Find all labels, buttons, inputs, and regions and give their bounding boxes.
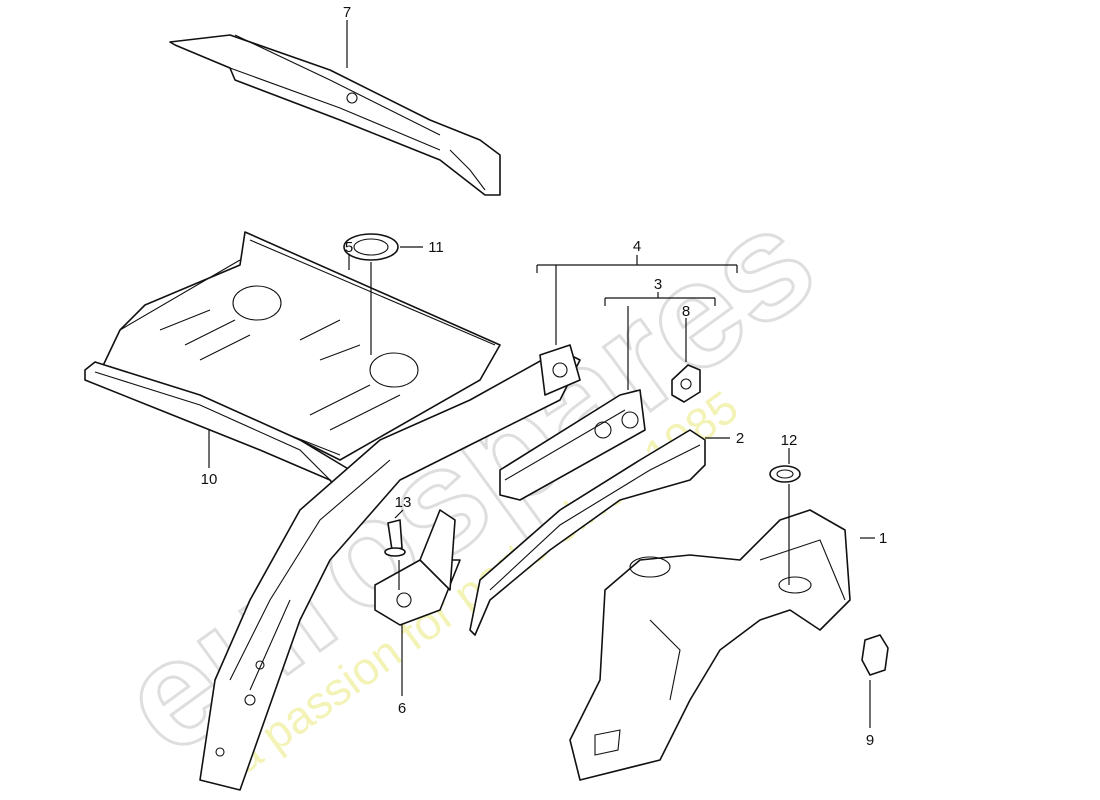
- part-8-plate[interactable]: [671, 364, 701, 403]
- part-13-stud[interactable]: [384, 519, 406, 557]
- callout-5[interactable]: 5: [345, 239, 353, 256]
- callout-8[interactable]: 8: [682, 303, 690, 320]
- callout-11[interactable]: 11: [428, 239, 444, 256]
- part-1-wheel-arch[interactable]: [569, 509, 851, 781]
- callout-13[interactable]: 13: [395, 494, 412, 511]
- callout-6[interactable]: 6: [398, 700, 406, 717]
- part-2-sill[interactable]: [469, 429, 706, 636]
- callout-3[interactable]: 3: [654, 276, 662, 293]
- callout-10[interactable]: 10: [201, 471, 218, 488]
- callout-7[interactable]: 7: [343, 4, 351, 21]
- part-12-grommet[interactable]: [769, 465, 801, 483]
- callout-labels: 1 2 3 4 5 6 7 8 9 10 11 12 13: [201, 4, 888, 749]
- callout-2[interactable]: 2: [736, 430, 744, 447]
- part-3-bracket[interactable]: [499, 389, 646, 501]
- part-9-clip[interactable]: [861, 634, 889, 676]
- callout-9[interactable]: 9: [866, 732, 874, 749]
- part-11-grommet[interactable]: [343, 233, 399, 261]
- part-4-frame-member[interactable]: [199, 344, 581, 791]
- leader-lines: [208, 20, 875, 728]
- part-7-cross-member[interactable]: [169, 34, 501, 196]
- callout-1[interactable]: 1: [879, 530, 887, 547]
- part-6-mount[interactable]: [374, 509, 461, 626]
- callout-4[interactable]: 4: [633, 238, 641, 255]
- callout-12[interactable]: 12: [781, 432, 798, 449]
